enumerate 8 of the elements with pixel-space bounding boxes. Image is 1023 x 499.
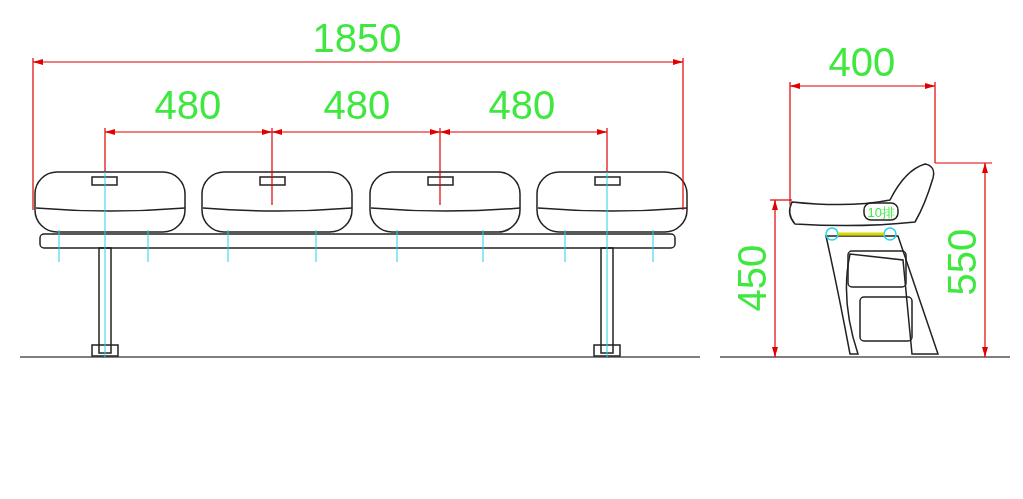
part-marking: 10排 bbox=[867, 205, 895, 219]
dimension-label: 480 bbox=[154, 85, 222, 125]
dimension-label: 450 bbox=[731, 244, 772, 312]
dimension-label: 1850 bbox=[312, 18, 402, 58]
dimension-label: 550 bbox=[941, 228, 982, 296]
dimension-label: 400 bbox=[828, 42, 896, 82]
dimension-label: 480 bbox=[488, 85, 556, 125]
dimension-label: 480 bbox=[323, 85, 391, 125]
